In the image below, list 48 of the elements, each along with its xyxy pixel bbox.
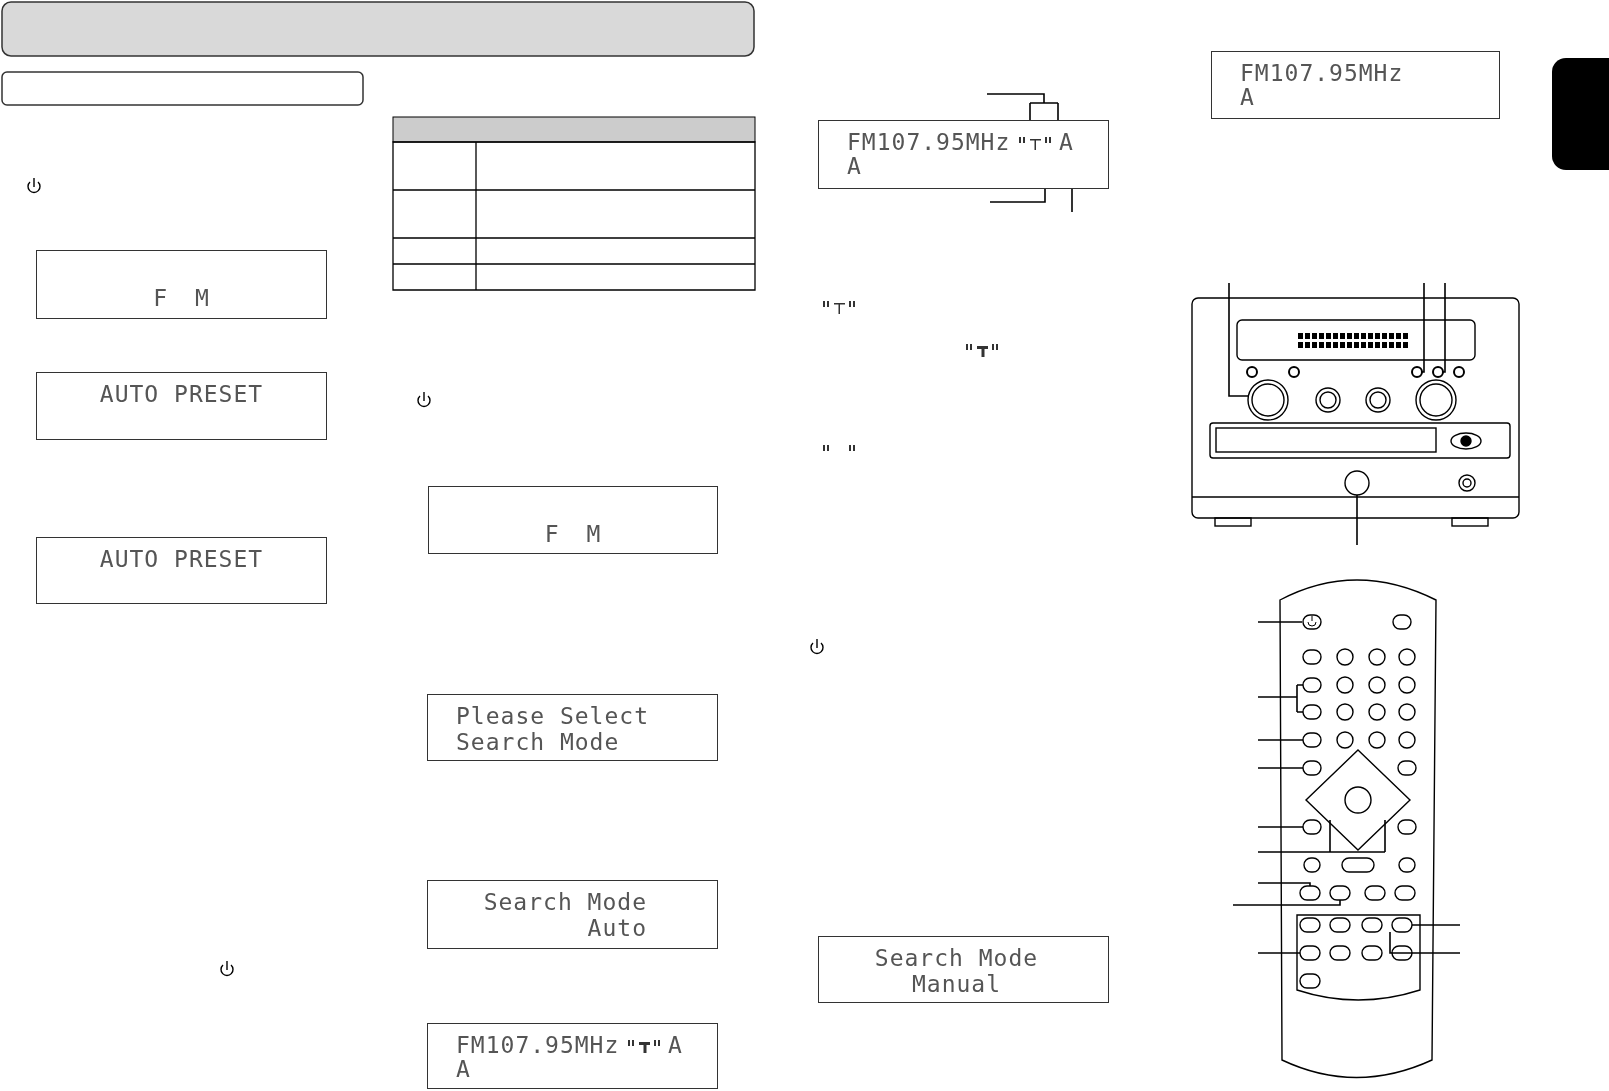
leader-line: [1257, 952, 1301, 954]
title-bar: [1, 1, 755, 57]
lcd-display: [427, 880, 718, 949]
lcd-display: [427, 1023, 718, 1089]
lcd-display: [818, 936, 1109, 1003]
display-text: A: [668, 1032, 683, 1058]
lcd-display: [818, 120, 1109, 189]
section-tab: [1552, 58, 1609, 170]
remote-control-drawing: [1279, 579, 1437, 1079]
leader-line: [1257, 767, 1304, 769]
lcd-display: [427, 694, 718, 761]
leader-line: [1228, 282, 1249, 397]
display-text: FM107.95MHz: [847, 129, 1011, 155]
leader-line: [1257, 826, 1304, 828]
leader-line: [1389, 931, 1461, 954]
leader-line: [1257, 684, 1304, 713]
display-text: A: [1059, 129, 1074, 155]
display-text: F M: [543, 521, 603, 547]
leader-line: [1071, 188, 1073, 213]
display-text: FM107.95MHz: [456, 1032, 620, 1058]
display-text: A: [456, 1056, 471, 1082]
leader-line: [1257, 882, 1311, 887]
display-text: AUTO PRESET: [98, 381, 265, 407]
display-text: A: [1240, 84, 1255, 110]
leader-line: [1257, 621, 1303, 623]
display-text: AUTO PRESET: [98, 546, 265, 572]
leader-line: [1257, 819, 1386, 853]
lcd-display: [36, 537, 327, 604]
display-text: Search Mode Auto: [482, 889, 647, 941]
display-text: Search Mode Manual: [873, 945, 1040, 997]
leader-line: [989, 188, 1046, 203]
leader-line: [986, 93, 1059, 121]
lcd-display: [1211, 51, 1500, 119]
leader-line: [1356, 494, 1358, 546]
leader-line: [1257, 739, 1304, 741]
lcd-display: [428, 486, 718, 554]
leader-line: [1441, 282, 1446, 373]
leader-line: [1420, 282, 1425, 373]
lcd-display: [36, 372, 327, 440]
display-text: Please Select Search Mode: [456, 703, 650, 755]
display-text: FM107.95MHz: [1240, 60, 1404, 86]
display-text: F M: [152, 285, 211, 311]
leader-line: [1411, 924, 1461, 926]
leader-line: [1232, 899, 1341, 906]
display-text: A: [847, 153, 862, 179]
stereo-drawing: [1191, 297, 1520, 527]
heading-box: [1, 71, 364, 106]
lcd-display: [36, 250, 327, 319]
